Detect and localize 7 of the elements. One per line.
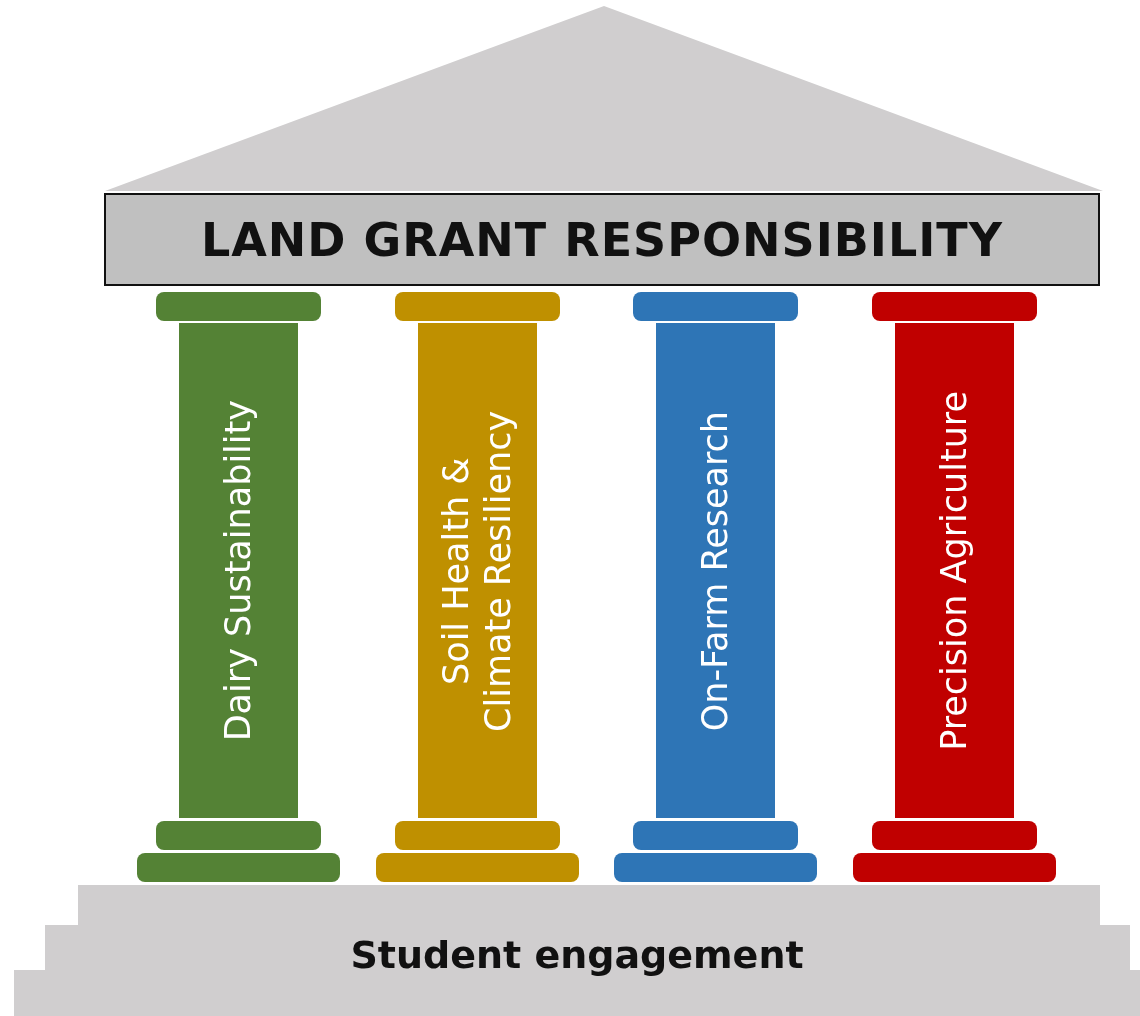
architrave-beam bbox=[104, 193, 1100, 286]
base-label: Student engagement bbox=[350, 932, 804, 977]
pillar-label: Soil Health & Climate Resiliency bbox=[435, 409, 519, 734]
pillar-label: On-Farm Research bbox=[694, 410, 736, 732]
pillar-label: Precision Agriculture bbox=[933, 391, 975, 751]
pillar-label: Dairy Sustainability bbox=[217, 400, 259, 742]
beam-title: LAND GRANT RESPONSIBILITY bbox=[200, 212, 1004, 267]
